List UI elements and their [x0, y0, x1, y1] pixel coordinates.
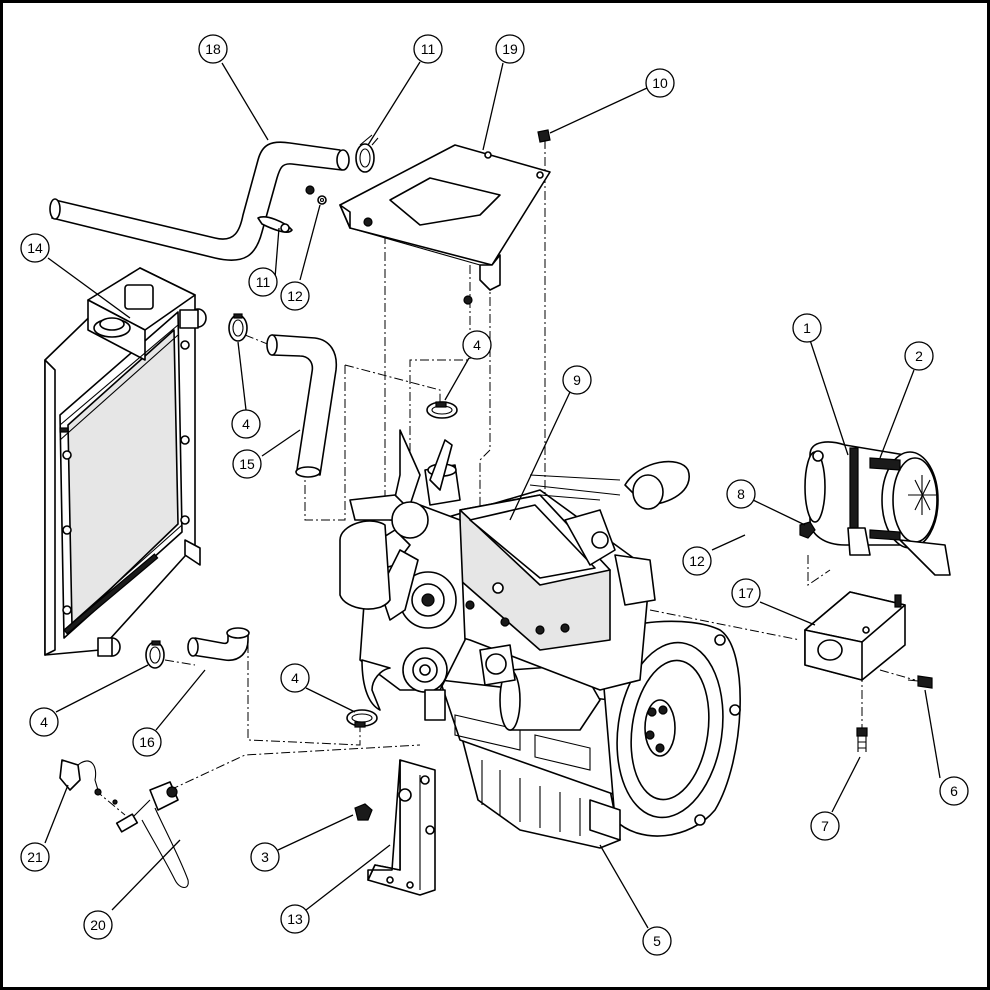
- callout-label: 17: [738, 585, 754, 601]
- callout-14: 14: [20, 233, 50, 263]
- upper-radiator-hose: [49, 141, 350, 261]
- callout-1: 1: [792, 313, 822, 343]
- engine-assembly: [339, 429, 741, 849]
- hose-clamp-4a: [228, 313, 248, 342]
- callout-label: 2: [915, 348, 923, 364]
- callout-8: 8: [726, 479, 756, 509]
- bolt-7: [856, 727, 868, 752]
- callout-label: 21: [27, 849, 43, 865]
- callout-label: 9: [573, 372, 581, 388]
- nut-3: [354, 803, 373, 821]
- callout-label: 12: [689, 553, 705, 569]
- callout-12-top: 12: [280, 281, 310, 311]
- hose-clamp-4c: [145, 640, 165, 669]
- callout-label: 4: [242, 416, 250, 432]
- callout-4-lower-center: 4: [280, 663, 310, 693]
- air-cleaner: [804, 441, 951, 576]
- wiring-harness: [112, 781, 189, 889]
- callout-4-lower-left: 4: [29, 707, 59, 737]
- callout-label: 7: [821, 818, 829, 834]
- callout-label: 3: [261, 849, 269, 865]
- callout-label: 11: [256, 274, 271, 290]
- bolt-6: [907, 675, 933, 689]
- callout-label: 4: [40, 714, 48, 730]
- callout-15: 15: [232, 449, 262, 479]
- callout-label: 10: [652, 75, 668, 91]
- nut-and-washer: [305, 185, 327, 205]
- callout-label: 16: [139, 734, 155, 750]
- callout-4-upper-left: 4: [231, 409, 261, 439]
- callout-20: 20: [83, 910, 113, 940]
- hose-clamp-upper: [355, 134, 379, 173]
- leader-lines: [44, 61, 941, 929]
- callout-label: 12: [287, 288, 303, 304]
- temperature-sensor: [59, 759, 102, 796]
- callout-label: 15: [239, 456, 255, 472]
- callout-label: 18: [205, 41, 221, 57]
- callout-2: 2: [904, 341, 934, 371]
- callout-12-right: 12: [682, 546, 712, 576]
- callout-label: 6: [950, 783, 958, 799]
- mounting-bracket-plate: [339, 144, 551, 305]
- callout-3: 3: [250, 842, 280, 872]
- engine-mount-bracket: [367, 759, 436, 896]
- callout-label: 4: [473, 337, 481, 353]
- callout-10: 10: [645, 68, 675, 98]
- callout-21: 21: [20, 842, 50, 872]
- callout-19: 19: [495, 34, 525, 64]
- callout-17: 17: [731, 578, 761, 608]
- callout-6: 6: [939, 776, 969, 806]
- callout-11-top: 11: [413, 34, 443, 64]
- lower-engine-hose: [187, 627, 250, 662]
- hose-clamp-lower: [257, 216, 293, 233]
- callout-9: 9: [562, 365, 592, 395]
- hose-clamp-4d: [346, 709, 378, 728]
- callout-label: 1: [803, 320, 811, 336]
- callout-4-upper-center: 4: [462, 330, 492, 360]
- callout-7: 7: [810, 811, 840, 841]
- nut-8: [799, 521, 816, 539]
- callout-label: 20: [90, 917, 106, 933]
- bolt-10: [537, 129, 551, 148]
- callout-label: 5: [653, 933, 661, 949]
- callout-13: 13: [280, 904, 310, 934]
- callout-11-left: 11: [248, 267, 278, 297]
- radiator: [44, 267, 207, 657]
- callout-label: 8: [737, 486, 745, 502]
- callout-5: 5: [642, 926, 672, 956]
- callout-16: 16: [132, 727, 162, 757]
- callout-18: 18: [198, 34, 228, 64]
- air-cleaner-bracket: [804, 591, 906, 681]
- upper-engine-hose: [266, 334, 338, 478]
- callout-label: 13: [287, 911, 303, 927]
- callout-label: 11: [421, 41, 436, 57]
- callout-label: 19: [502, 41, 518, 57]
- callout-label: 4: [291, 670, 299, 686]
- hose-clamp-4b: [426, 401, 458, 419]
- callout-label: 14: [27, 240, 43, 256]
